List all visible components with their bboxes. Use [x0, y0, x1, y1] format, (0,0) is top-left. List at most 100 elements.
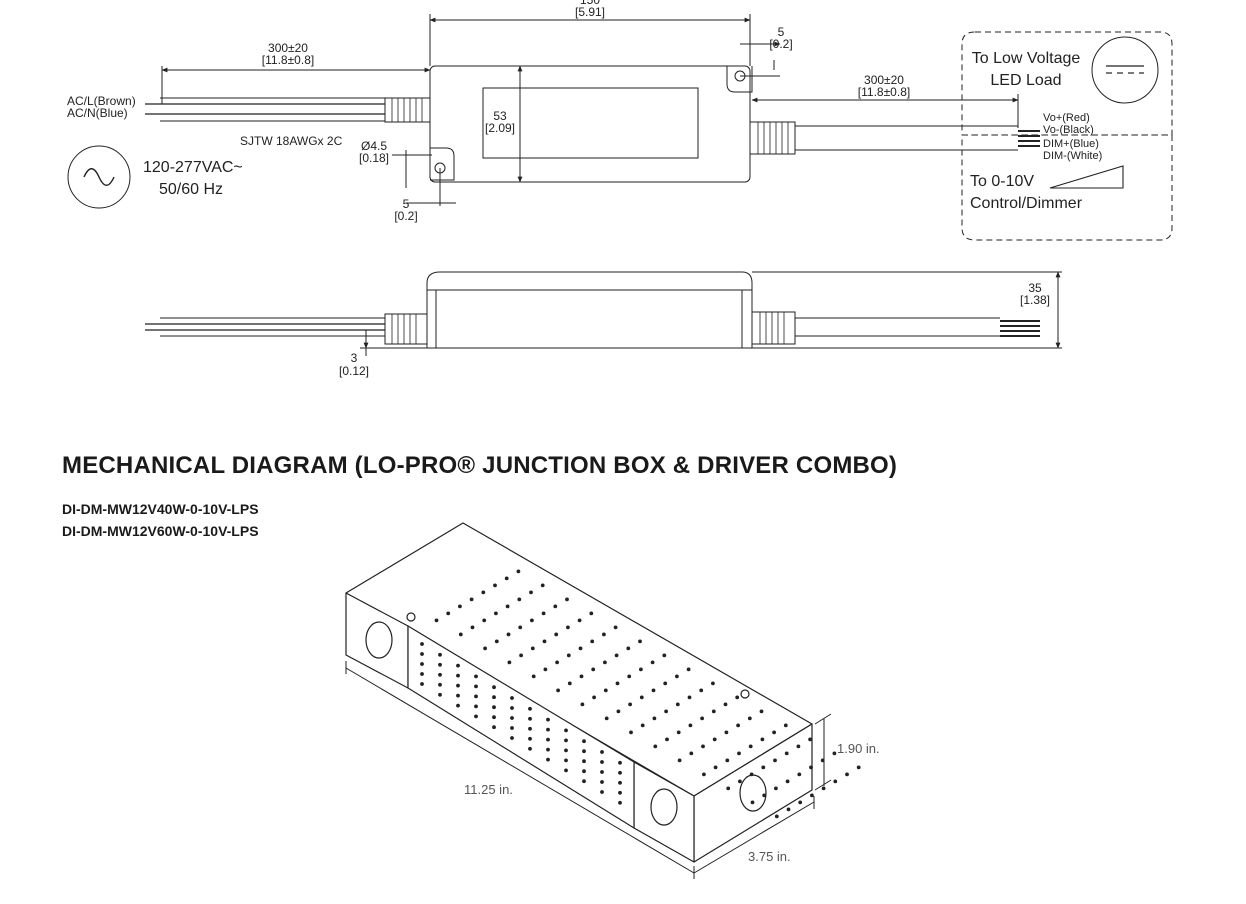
wire-l-label: AC/L(Brown) [67, 94, 136, 108]
vent-hole [474, 714, 478, 719]
dimmer-ramp-icon [1049, 165, 1124, 189]
driver-body-side [426, 271, 753, 349]
vent-hole [809, 765, 813, 770]
lead-in-dim-label: 300±20 [268, 41, 308, 55]
vent-hole [616, 709, 621, 714]
vent-hole [774, 814, 779, 819]
load-label-line-1: To Low Voltage [972, 50, 1081, 67]
vent-hole [546, 757, 550, 762]
vent-hole [725, 758, 730, 763]
screw-right-icon [740, 689, 750, 699]
vent-hole [555, 660, 559, 665]
vent-hole [626, 646, 631, 651]
vent-hole [592, 695, 596, 700]
lead-out-dim-label: 300±20 [864, 73, 904, 87]
input-freq-label: 50/60 Hz [159, 181, 223, 198]
vent-hole [749, 772, 754, 777]
vent-hole [604, 716, 609, 721]
vent-hole [627, 674, 632, 679]
vent-hole [652, 716, 657, 721]
vent-hole [688, 723, 693, 728]
lead-in-dim-inch-label: [11.8±0.8] [262, 53, 314, 67]
vent-hole [712, 737, 717, 742]
input-voltage-label: 120-277VAC~ [143, 159, 243, 176]
vent-hole [456, 693, 460, 698]
iso-height-label: 1.90 in. [837, 741, 880, 756]
vent-hole [565, 597, 569, 602]
vent-hole [747, 716, 752, 721]
vent-hole [438, 662, 442, 667]
vent-hole [505, 604, 510, 609]
vent-hole [531, 674, 536, 679]
vent-hole [614, 653, 619, 658]
vent-hole [651, 688, 656, 693]
vent-hole [456, 663, 460, 668]
vent-hole [774, 786, 778, 791]
vent-hole [675, 674, 679, 679]
vent-hole [494, 611, 498, 616]
vent-hole [600, 780, 604, 784]
vent-hole [600, 790, 604, 794]
vent-hole [602, 632, 606, 637]
vent-hole [474, 684, 478, 689]
vent-hole [796, 744, 801, 749]
width-dim-inch-label: [2.09] [485, 121, 515, 135]
vent-hole [702, 772, 706, 777]
iso-view [345, 522, 832, 879]
vent-hole [810, 793, 814, 798]
vent-hole [540, 583, 545, 588]
out-vo-pos-label: Vo+(Red) [1043, 112, 1090, 124]
vent-hole [543, 667, 548, 672]
vent-hole [856, 765, 861, 770]
vent-hole [603, 688, 608, 693]
vent-hole [701, 744, 705, 749]
vent-hole [737, 751, 741, 756]
top-view [67, 14, 1173, 241]
vent-hole [510, 716, 514, 720]
vent-hole [528, 716, 532, 721]
base-dim-inch-label: [0.12] [339, 364, 369, 378]
vent-hole [689, 751, 694, 756]
vent-hole [519, 653, 523, 658]
vent-hole [566, 625, 570, 630]
length-dim-inch-label: [5.91] [575, 5, 605, 19]
vent-holes [420, 569, 861, 819]
vent-hole [662, 653, 667, 658]
vent-hole [420, 652, 424, 656]
vent-hole [628, 702, 632, 707]
iso-length-label: 11.25 in. [464, 782, 513, 797]
vent-hole [582, 759, 586, 764]
vent-hole [438, 652, 442, 657]
hole-offset-dim-inch-label: [0.2] [394, 209, 417, 223]
vent-hole [613, 625, 618, 630]
vent-hole [603, 660, 607, 665]
load-label-line-2: LED Load [990, 72, 1061, 89]
vent-hole [699, 688, 704, 693]
vent-hole [456, 683, 460, 688]
vent-hole [618, 760, 622, 765]
vent-hole [458, 632, 463, 637]
vent-hole [629, 730, 633, 735]
vent-hole [736, 723, 740, 728]
model-number-1: DI-DM-MW12V40W-0-10V-LPS [62, 501, 259, 517]
base-dim-label: 3 [351, 351, 358, 365]
vent-hole [761, 765, 766, 770]
vent-hole [686, 667, 691, 672]
vent-hole [493, 583, 497, 588]
vent-hole [482, 618, 487, 623]
vent-hole [517, 597, 522, 602]
vent-hole [783, 723, 788, 728]
vent-hole [542, 639, 547, 644]
vent-hole [700, 716, 704, 721]
wire-n-label: AC/N(Blue) [67, 106, 128, 120]
vent-hole [541, 611, 546, 616]
vent-hole [579, 674, 584, 679]
hole-dim-label: Ø4.5 [361, 139, 387, 153]
vent-hole [456, 703, 460, 708]
vent-hole [530, 618, 534, 623]
vent-hole [711, 681, 715, 686]
vent-hole [546, 737, 550, 742]
vent-hole [492, 695, 496, 700]
hole-dim-inch-label: [0.18] [359, 151, 389, 165]
vent-hole [832, 751, 837, 756]
